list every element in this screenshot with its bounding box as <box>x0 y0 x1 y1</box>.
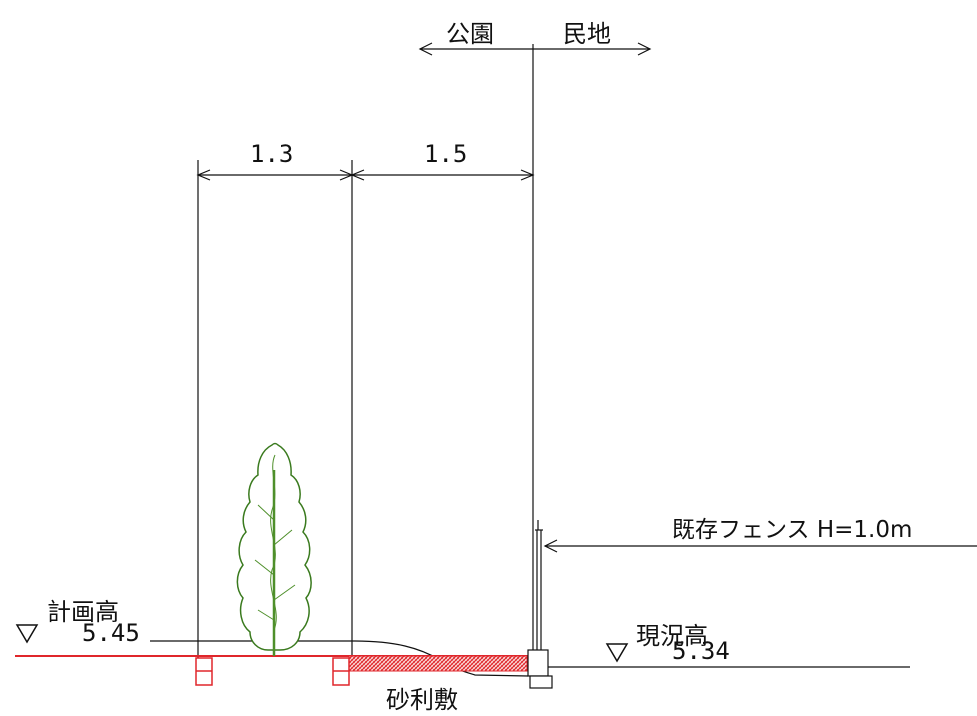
gravel-hatch <box>348 655 528 672</box>
fence-label: 既存フェンス H=1.0m <box>672 517 913 543</box>
existing-height-label: 現況高 <box>636 622 708 650</box>
plan-height-label: 計画高 <box>47 598 119 626</box>
gravel-label: 砂利敷 <box>386 686 458 714</box>
level-triangle-icon <box>15 624 39 644</box>
dimension-line-1-5 <box>350 169 535 181</box>
private-land-label: 民地 <box>563 20 611 48</box>
existing-height-value: 5.34 <box>672 637 730 665</box>
park-arrow <box>418 42 533 56</box>
fence-post-icon <box>527 520 553 689</box>
fence-leader-arrow <box>543 539 977 553</box>
tree-icon <box>236 442 312 656</box>
plan-height-value: 5.45 <box>82 619 140 647</box>
dimension-label-1-5: 1.5 <box>424 140 468 168</box>
curb-block-middle <box>332 657 350 686</box>
level-triangle-icon <box>605 643 629 663</box>
park-label: 公園 <box>446 20 494 48</box>
curb-block-left <box>195 657 213 686</box>
private-land-arrow <box>533 42 652 56</box>
dimension-line-1-3 <box>196 169 354 181</box>
dimension-label-1-3: 1.3 <box>250 140 294 168</box>
